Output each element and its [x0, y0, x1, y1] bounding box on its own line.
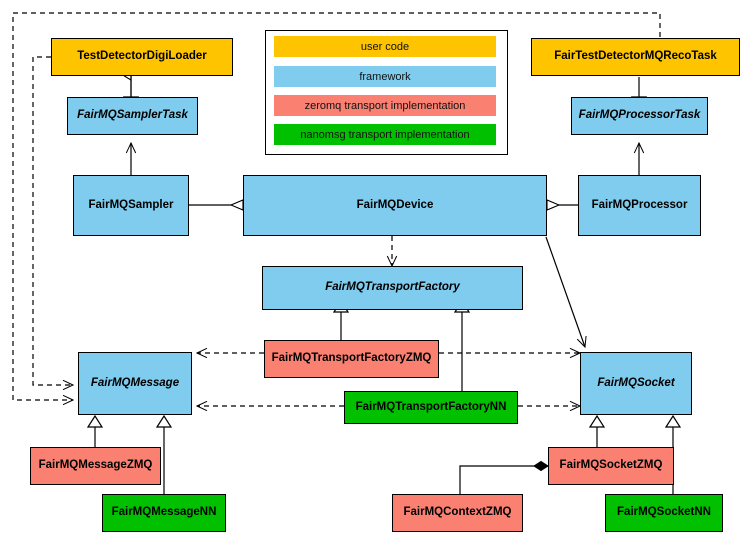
class-label-fairmq-sampler: FairMQSampler: [88, 198, 174, 211]
class-label-fairmq-message-zmq: FairMQMessageZMQ: [38, 459, 153, 472]
class-label-fairmq-socket-zmq: FairMQSocketZMQ: [559, 459, 663, 472]
class-box-fairmq-socket-zmq[interactable]: FairMQSocketZMQ: [548, 447, 674, 485]
class-box-fairmq-transport-factory[interactable]: FairMQTransportFactory: [262, 266, 523, 310]
class-label-fairmq-message-nn: FairMQMessageNN: [111, 506, 217, 519]
legend-label-framework: framework: [359, 70, 411, 83]
class-box-fairmq-context-zmq[interactable]: FairMQContextZMQ: [392, 494, 523, 532]
legend-swatch-nanomsg: nanomsg transport implementation: [274, 124, 496, 145]
class-box-fairmq-socket[interactable]: FairMQSocket: [580, 352, 692, 415]
class-box-fairmq-message-nn[interactable]: FairMQMessageNN: [102, 494, 226, 532]
class-label-fairmq-context-zmq: FairMQContextZMQ: [403, 506, 512, 519]
legend-label-nanomsg: nanomsg transport implementation: [300, 128, 470, 141]
class-label-test-detector-digi-loader: TestDetectorDigiLoader: [77, 50, 207, 63]
class-label-fairmq-transport-factory: FairMQTransportFactory: [325, 281, 460, 294]
class-box-fairmq-sampler-task[interactable]: FairMQSamplerTask: [67, 97, 198, 135]
class-box-test-detector-digi-loader[interactable]: TestDetectorDigiLoader: [51, 38, 233, 76]
class-label-fairmq-processor-task: FairMQProcessorTask: [578, 109, 701, 122]
class-label-fairmq-socket-nn: FairMQSocketNN: [617, 506, 711, 519]
class-label-fairmq-processor: FairMQProcessor: [591, 198, 688, 211]
class-box-fairmq-transport-factory-zmq[interactable]: FairMQTransportFactoryZMQ: [264, 340, 439, 378]
class-label-fairmq-transport-factory-nn: FairMQTransportFactoryNN: [355, 400, 507, 413]
legend-label-user-code: user code: [360, 40, 410, 53]
class-box-fairmq-device[interactable]: FairMQDevice: [243, 175, 547, 236]
legend-swatch-framework: framework: [274, 66, 496, 87]
class-label-fairmq-device: FairMQDevice: [356, 198, 434, 211]
class-box-fairmq-processor-task[interactable]: FairMQProcessorTask: [571, 97, 708, 135]
class-box-fairmq-transport-factory-nn[interactable]: FairMQTransportFactoryNN: [344, 391, 518, 424]
class-box-fairmq-message[interactable]: FairMQMessage: [78, 352, 192, 415]
legend-swatch-user-code: user code: [274, 36, 496, 57]
class-label-fair-test-detector-mq-reco-task: FairTestDetectorMQRecoTask: [554, 50, 717, 63]
legend-swatch-zeromq: zeromq transport implementation: [274, 95, 496, 116]
class-box-fairmq-sampler[interactable]: FairMQSampler: [73, 175, 189, 236]
class-box-fairmq-socket-nn[interactable]: FairMQSocketNN: [605, 494, 723, 532]
class-box-fairmq-processor[interactable]: FairMQProcessor: [578, 175, 701, 236]
class-label-fairmq-transport-factory-zmq: FairMQTransportFactoryZMQ: [271, 352, 432, 365]
class-box-fairmq-message-zmq[interactable]: FairMQMessageZMQ: [30, 447, 161, 485]
class-label-fairmq-socket: FairMQSocket: [597, 376, 675, 389]
class-label-fairmq-message: FairMQMessage: [90, 376, 180, 389]
legend-label-zeromq: zeromq transport implementation: [304, 99, 466, 112]
class-label-fairmq-sampler-task: FairMQSamplerTask: [77, 109, 188, 122]
class-box-fair-test-detector-mq-reco-task[interactable]: FairTestDetectorMQRecoTask: [531, 38, 740, 76]
